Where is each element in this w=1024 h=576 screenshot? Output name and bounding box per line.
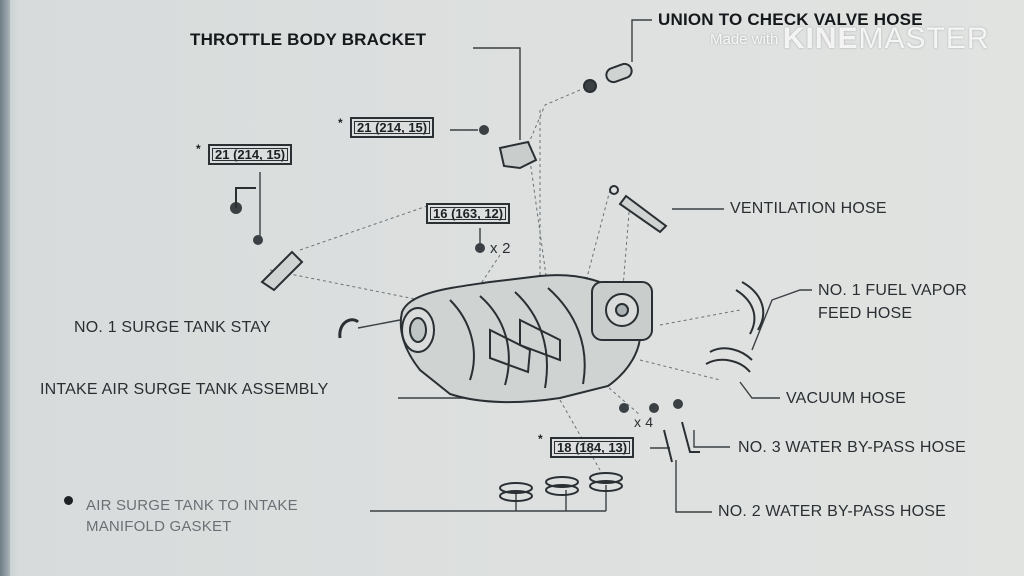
gasket-parts — [499, 472, 623, 502]
leader-stay — [357, 319, 401, 329]
label-surge-tank-assembly: INTAKE AIR SURGE TANK ASSEMBLY — [40, 381, 329, 398]
leader-water3 — [693, 430, 730, 448]
star-marker: * — [338, 116, 343, 130]
water-bypass-2-part — [663, 429, 673, 463]
bolt-stay-lower — [253, 235, 263, 245]
label-gasket-line2: MANIFOLD GASKET — [86, 518, 232, 535]
page-edge-shadow — [0, 0, 10, 576]
runner-4 — [547, 287, 586, 385]
label-fuel-vapor-line1: NO. 1 FUEL VAPOR — [818, 282, 968, 299]
torque-box-bracket: 21 (214, 15) — [350, 117, 435, 138]
quantity-x4: x 4 — [634, 414, 654, 430]
label-water-bypass-3: NO. 3 WATER BY-PASS HOSE — [738, 439, 966, 456]
label-gasket-line1: AIR SURGE TANK TO INTAKE — [86, 497, 298, 514]
runner-1 — [449, 299, 475, 381]
bolt-bracket — [479, 125, 489, 135]
label-fuel-vapor-line2: FEED HOSE — [818, 305, 913, 322]
leader-vacuum — [739, 381, 780, 399]
union-hose-part — [583, 62, 633, 93]
leader-union-hose — [631, 19, 652, 62]
torque-box-stay: 21 (214, 15) — [208, 144, 293, 165]
label-ventilation-hose: VENTILATION HOSE — [730, 200, 887, 217]
vacuum-hose-part — [709, 347, 753, 361]
surge-tank-stay-part — [260, 250, 304, 292]
bullet-dot-icon — [64, 496, 73, 505]
kinemaster-watermark: Made with KINEMASTER — [710, 22, 990, 56]
ventilation-hose-part — [618, 194, 668, 234]
label-throttle-body-bracket: THROTTLE BODY BRACKET — [190, 30, 427, 49]
watermark-brand-strong: KINE — [782, 22, 859, 55]
quantity-x2: x 2 — [490, 240, 511, 257]
torque-box-center: 16 (163, 12) — [426, 203, 511, 224]
star-marker: * — [538, 432, 543, 446]
water-bypass-3-part — [681, 421, 700, 453]
leader-throttle-bracket — [473, 47, 521, 140]
bolt-center — [475, 243, 485, 253]
throttle-bracket-part — [498, 140, 538, 170]
leader-water2 — [675, 460, 712, 513]
star-marker: * — [196, 142, 201, 156]
label-water-bypass-2: NO. 2 WATER BY-PASS HOSE — [718, 503, 946, 520]
runner-3 — [514, 291, 548, 389]
throttle-body — [591, 281, 653, 341]
label-union-check-valve-hose: UNION TO CHECK VALVE HOSE — [658, 10, 923, 29]
watermark-brand-light: MASTER — [858, 22, 990, 55]
label-surge-tank-stay: NO. 1 SURGE TANK STAY — [74, 319, 271, 336]
fuel-vapor-hose-part — [741, 281, 765, 331]
leader-fuel-vapor — [751, 289, 812, 351]
watermark-prefix: Made with — [710, 31, 779, 48]
runner-2 — [479, 295, 510, 386]
torque-box-lower: 18 (184, 13) — [550, 437, 635, 458]
label-vacuum-hose: VACUUM HOSE — [786, 390, 907, 407]
